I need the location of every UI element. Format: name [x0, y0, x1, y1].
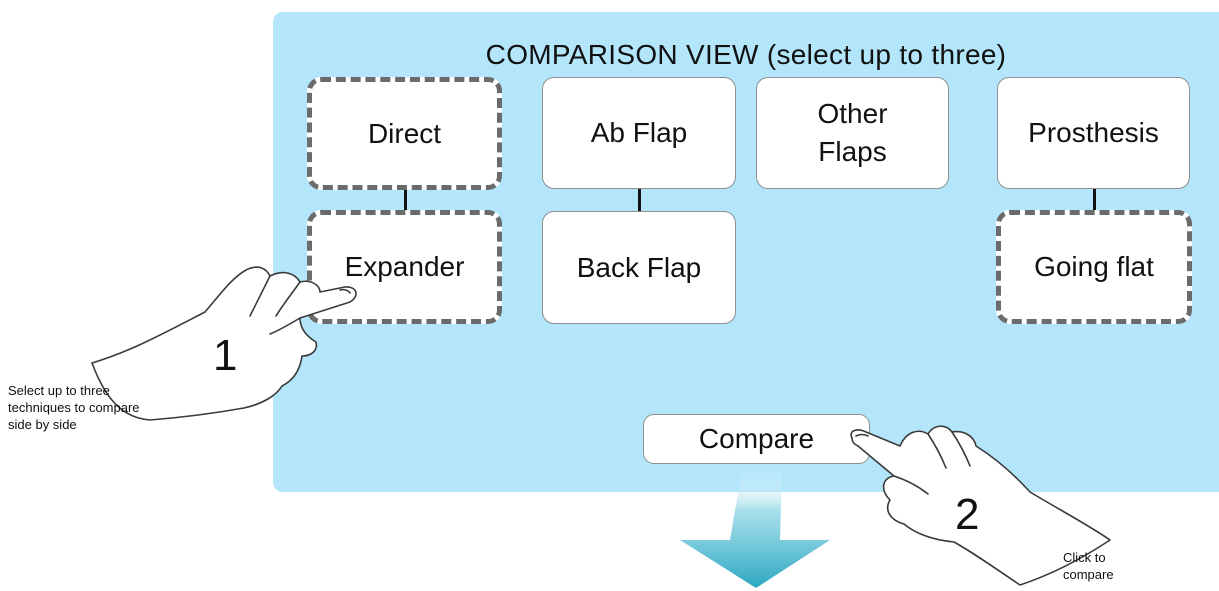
technique-expander[interactable]: Expander — [307, 210, 502, 324]
step-note-2: Click to compare — [1063, 550, 1114, 582]
technique-back-flap[interactable]: Back Flap — [542, 211, 736, 324]
technique-other-flaps-label: Other Flaps — [817, 98, 888, 167]
connector-direct-expander — [404, 190, 407, 210]
technique-prosthesis-label: Prosthesis — [1028, 117, 1159, 149]
technique-back-flap-label: Back Flap — [576, 251, 702, 283]
technique-direct-label: Direct — [367, 117, 442, 149]
step-note-1: Select up to three techniques to compare… — [8, 383, 140, 432]
compare-button[interactable]: Compare — [643, 414, 870, 464]
step-number-2: 2 — [955, 490, 980, 539]
technique-ab-flap[interactable]: Ab Flap — [542, 77, 736, 189]
technique-expander-label: Expander — [344, 251, 465, 283]
technique-prosthesis[interactable]: Prosthesis — [997, 77, 1190, 189]
connector-abflap-backflap — [638, 189, 641, 211]
connector-prosthesis-goingflat — [1093, 189, 1096, 210]
technique-going-flat[interactable]: Going flat — [996, 210, 1192, 324]
technique-other-flaps[interactable]: Other Flaps — [756, 77, 949, 189]
step-number-1: 1 — [213, 331, 238, 380]
technique-going-flat-label: Going flat — [1034, 251, 1154, 283]
technique-direct[interactable]: Direct — [307, 77, 502, 190]
panel-title: COMPARISON VIEW (select up to three) — [485, 39, 1007, 70]
technique-ab-flap-label: Ab Flap — [590, 117, 688, 149]
